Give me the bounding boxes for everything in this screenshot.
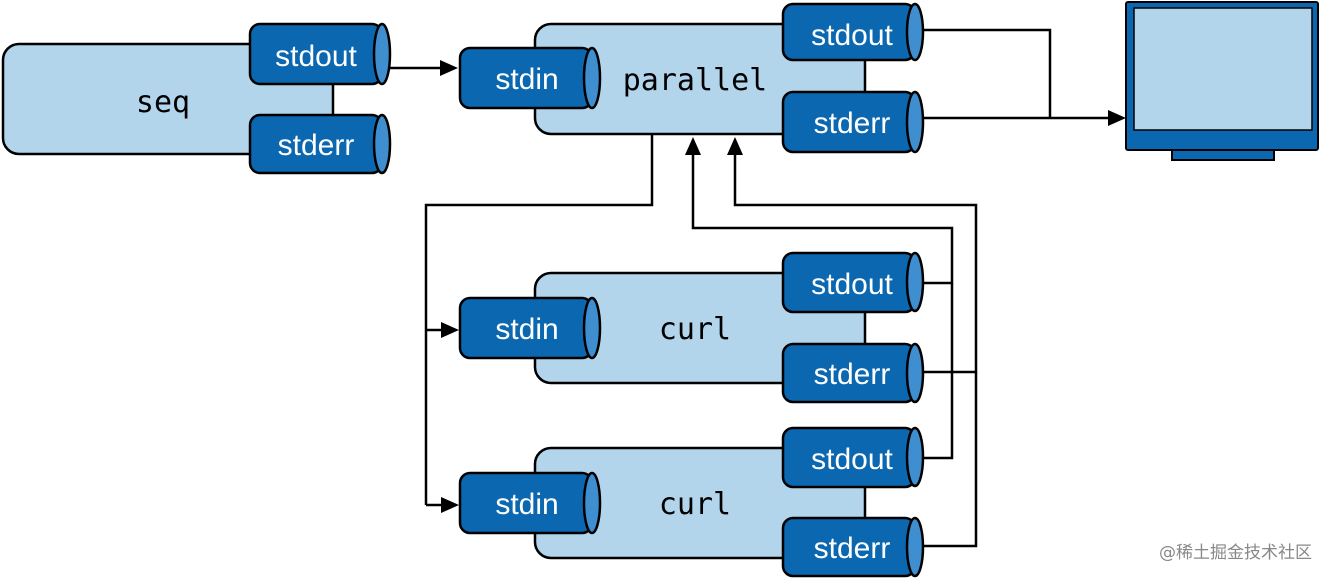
process-parallel: parallel stdin stdout stderr [458,2,925,154]
wire-curl-stdout-bus [691,155,954,285]
arrow-seq-to-parallel [440,60,458,76]
curl2-label: curl [659,487,731,522]
curl2-stdout: stdout [781,426,925,489]
process-curl-1: curl stdin stdout stderr [458,251,925,404]
curl2-stderr: stderr [781,516,925,578]
process-seq: seq stdout stderr [1,22,392,175]
monitor-icon [1125,1,1319,161]
parallel-stderr-label: stderr [814,107,891,140]
wire-parallel-to-curls [424,133,654,505]
seq-stdout-label: stdout [275,40,357,73]
curl1-stderr-label: stderr [814,358,891,391]
curl2-stderr-label: stderr [814,532,891,565]
seq-label: seq [136,85,190,120]
curl1-stdout-label: stdout [811,268,893,301]
wire-curl2-stdout [922,283,954,460]
curl1-stdin: stdin [458,296,602,360]
arrow-stderr-to-parallel [727,137,743,155]
curl2-stdin: stdin [458,471,602,535]
curl1-label: curl [659,312,731,347]
arrow-to-screen [1108,110,1126,126]
seq-stderr-label: stderr [278,129,355,162]
wire-parallel-stdout-to-screen [922,28,1052,118]
seq-stderr: stderr [248,113,392,175]
arrow-curl1-stdin [441,322,459,338]
curl2-stdout-label: stdout [811,443,893,476]
curl1-stdout: stdout [781,251,925,314]
curl1-stdin-label: stdin [495,313,558,346]
wire-curl-stderr-bus [733,155,978,374]
wire-curl2-stderr [922,372,978,548]
arrow-stdout-to-parallel [685,137,701,155]
curl1-stderr: stderr [781,342,925,404]
watermark: @稀土掘金技术社区 [1159,543,1312,563]
parallel-stderr: stderr [781,90,925,154]
process-curl-2: curl stdin stdout stderr [458,426,925,578]
parallel-stdout: stdout [781,2,925,62]
parallel-label: parallel [623,63,768,98]
arrow-curl2-stdin [441,497,459,513]
parallel-stdin-label: stdin [495,63,558,96]
connections [318,28,1126,548]
seq-stdout: stdout [248,22,392,86]
curl2-stdin-label: stdin [495,488,558,521]
parallel-stdin: stdin [458,46,602,110]
parallel-stdout-label: stdout [811,19,893,52]
